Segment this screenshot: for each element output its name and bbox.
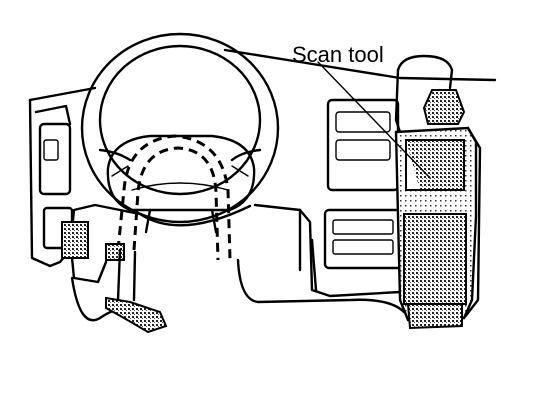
- steering-wheel: [80, 32, 280, 234]
- scan-tool-device: [394, 89, 482, 330]
- diagnostic-connector: [61, 221, 125, 284]
- dashboard: [28, 48, 497, 298]
- callout: Scan tool: [292, 42, 431, 179]
- scan-tool-label: Scan tool: [292, 42, 384, 67]
- scan-tool-cable: [70, 54, 454, 334]
- hidden-harness-dashed: [116, 134, 232, 261]
